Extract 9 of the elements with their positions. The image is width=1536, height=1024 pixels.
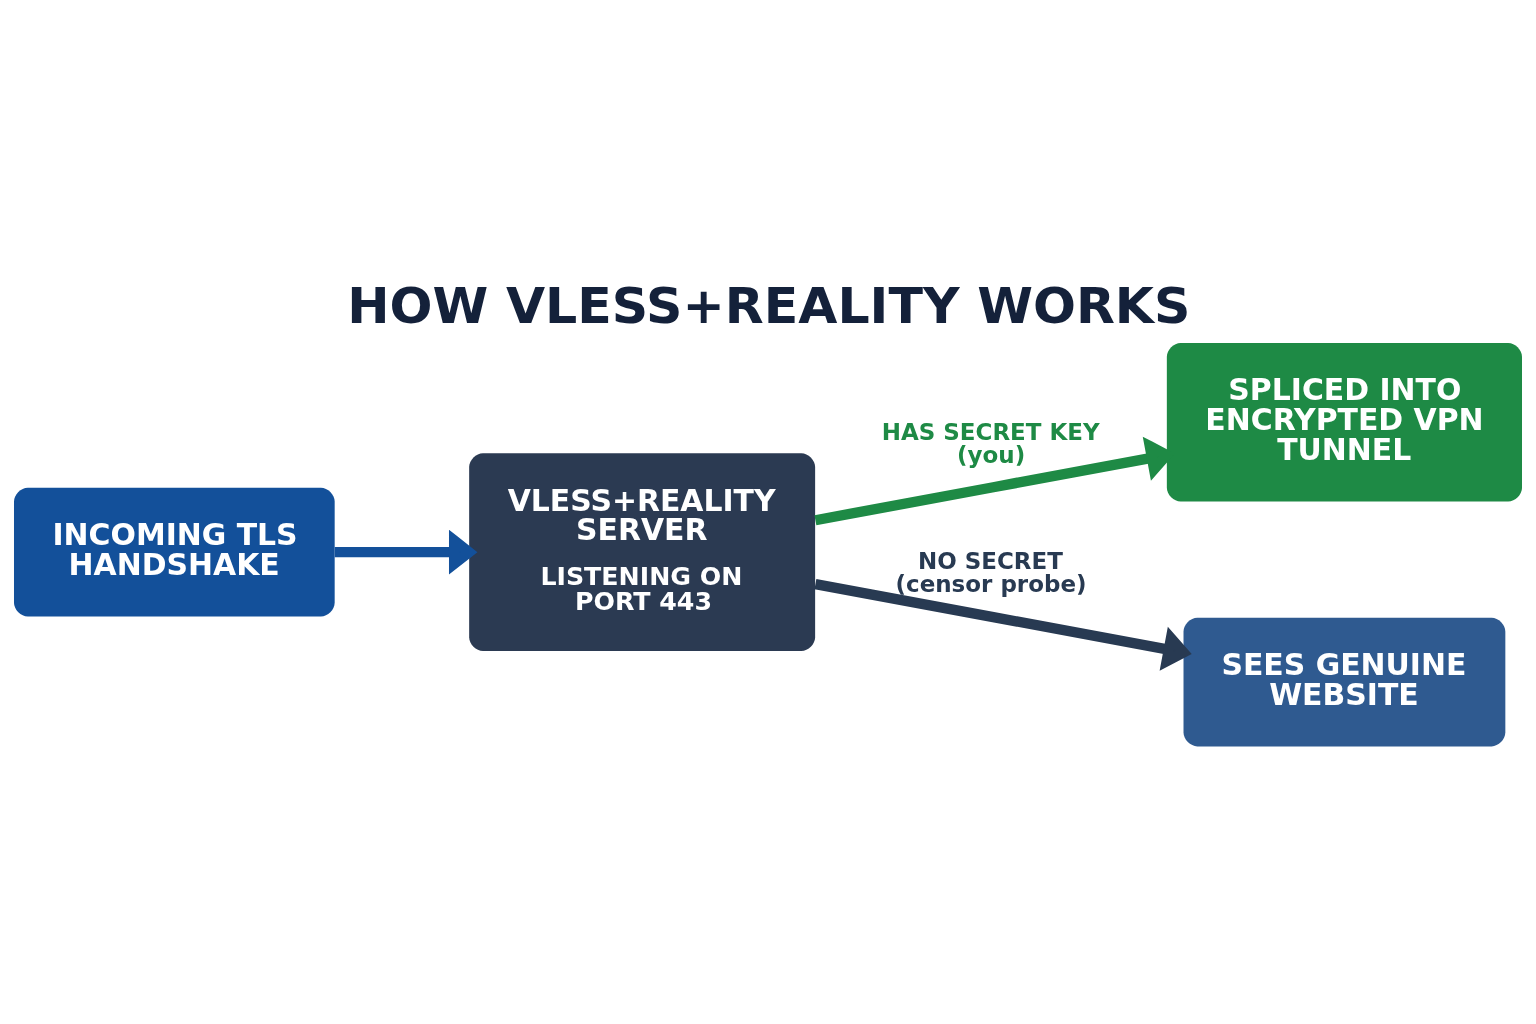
arrow <box>334 529 478 575</box>
arrow <box>814 578 1192 671</box>
diagram-title: HOW VLESS+REALITY WORKS <box>347 275 1191 334</box>
node-box: SEES GENUINE WEBSITE <box>1183 617 1506 746</box>
edge-label: HAS SECRET KEY (you) <box>881 418 1100 467</box>
node-box: INCOMING TLS HANDSHAKE <box>14 487 335 616</box>
edge-label: NO SECRET (censor probe) <box>895 547 1087 597</box>
node-box: VLESS+REALITY SERVER LISTENING ON PORT 443 <box>469 452 816 651</box>
node-box: SPLICED INTO ENCRYPTED VPN TUNNEL <box>1166 342 1522 502</box>
